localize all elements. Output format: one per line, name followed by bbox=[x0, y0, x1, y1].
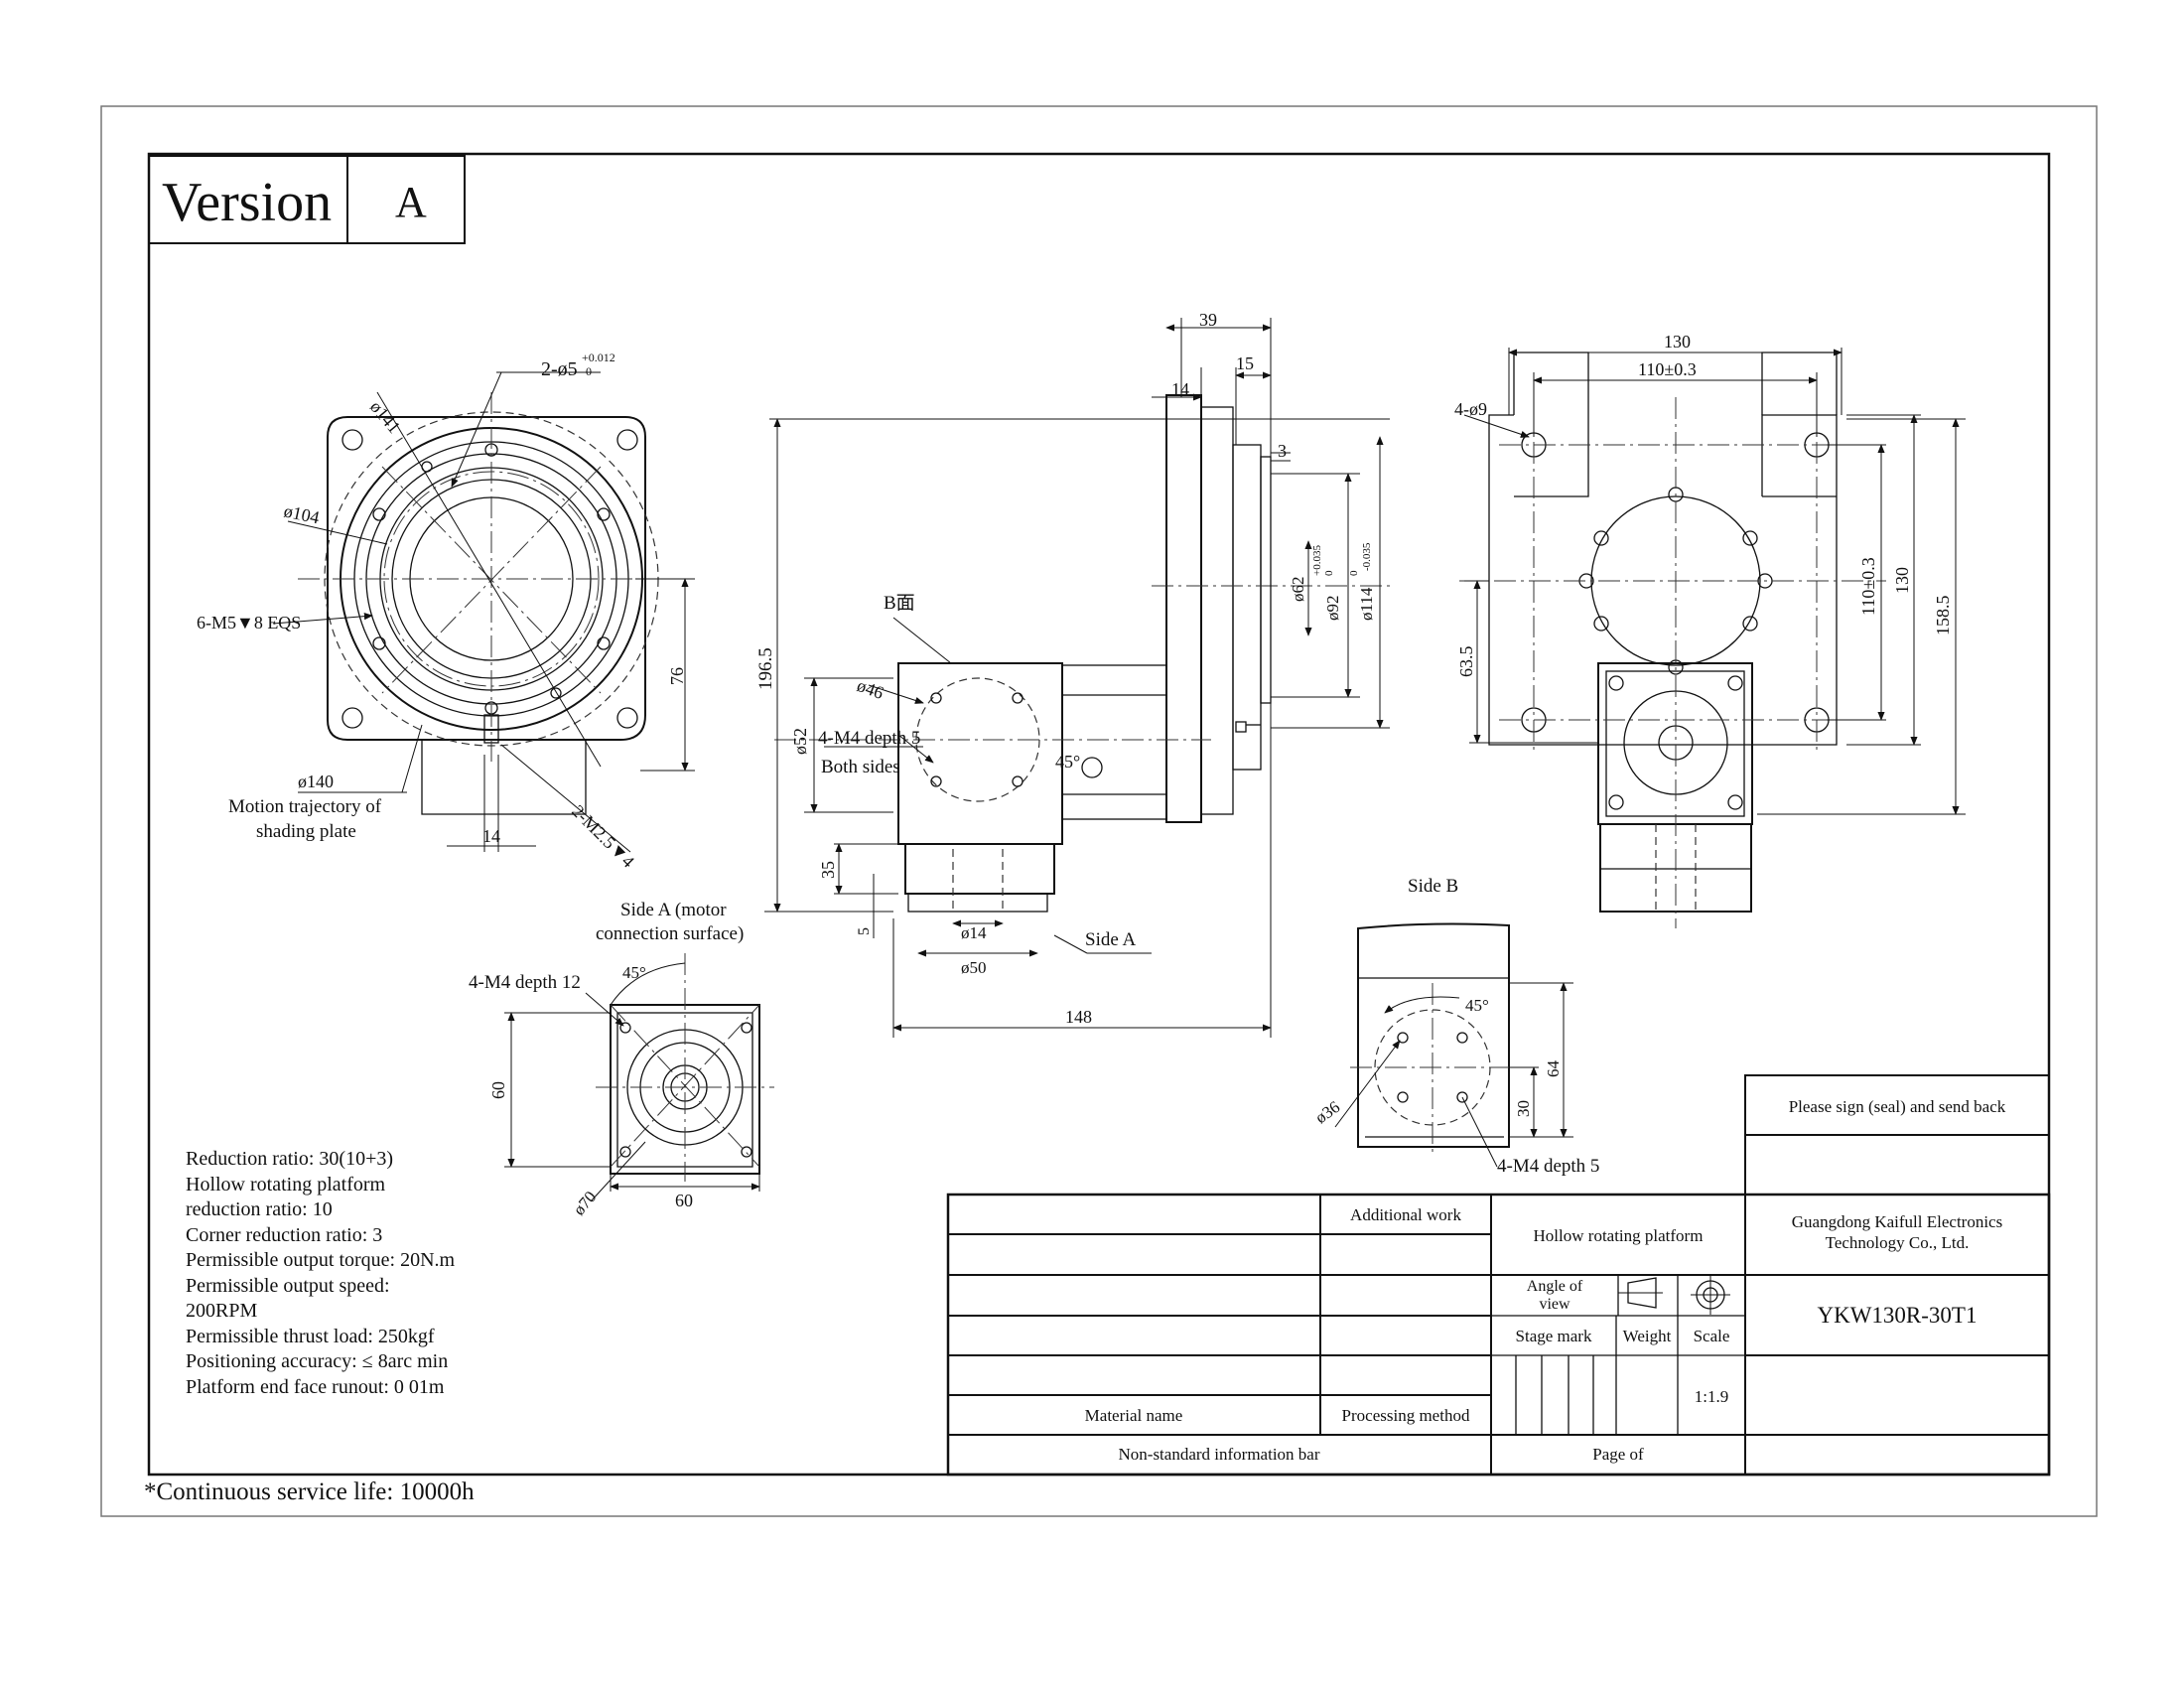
dim-d92-tol-up: +0.035 bbox=[1311, 545, 1323, 576]
spec-line: Corner reduction ratio: 3 bbox=[186, 1224, 382, 1246]
dim-d50: ø50 bbox=[961, 958, 987, 977]
side-m4-note: 4-M4 depth 5 bbox=[818, 728, 920, 749]
outer-frame bbox=[100, 105, 2098, 1517]
spec-line: Permissible output speed: bbox=[186, 1275, 390, 1297]
trajectory-note-line1: Motion trajectory of bbox=[228, 796, 382, 817]
side-a-title-line2: connection surface) bbox=[596, 923, 744, 944]
angle-of-view-line2: view bbox=[1539, 1296, 1570, 1313]
dim-d14-bore: ø14 bbox=[961, 923, 987, 942]
weight-label: Weight bbox=[1623, 1327, 1672, 1345]
model-number: YKW130R-30T1 bbox=[1818, 1303, 1978, 1328]
dim-d62: ø62 bbox=[1289, 577, 1307, 603]
stage-mark-label: Stage mark bbox=[1516, 1327, 1592, 1345]
scale-value: 1:1.9 bbox=[1695, 1387, 1728, 1406]
side-both-sides-note: Both sides bbox=[821, 757, 900, 777]
dim-d15: 15 bbox=[1236, 353, 1254, 373]
side-a-view: Side A (motor connection surface) 4-M4 d… bbox=[469, 900, 774, 1219]
dim-sa-60h: 60 bbox=[675, 1191, 693, 1210]
front-view: ø141 2-ø5 +0.012 0 ø104 6-M5▼8 EQS 76 ø1… bbox=[197, 351, 695, 872]
dim-d114-tol-up: 0 bbox=[1348, 570, 1360, 576]
scale-label: Scale bbox=[1694, 1327, 1730, 1345]
nonstandard-info-label: Non-standard information bar bbox=[1119, 1445, 1320, 1464]
dim-r130: 130 bbox=[1664, 332, 1691, 352]
dim-side-14: 14 bbox=[1171, 379, 1189, 399]
dim-m5: 6-M5▼8 EQS bbox=[197, 613, 301, 633]
dim-m25: 2-M2.5▼4 bbox=[568, 801, 638, 872]
version-value: A bbox=[395, 178, 427, 226]
dim-r110: 110±0.3 bbox=[1638, 359, 1697, 379]
dim-side-5: 5 bbox=[856, 927, 873, 935]
dim-r-holes: 4-ø9 bbox=[1454, 399, 1487, 419]
dim-rv1585: 158.5 bbox=[1933, 596, 1953, 636]
service-life-footnote: *Continuous service life: 10000h bbox=[144, 1478, 475, 1505]
angle-of-view-line1: Angle of bbox=[1527, 1278, 1583, 1295]
right-view: 130 110±0.3 4-ø9 63.5 110±0.3 130 158.5 bbox=[1454, 332, 1966, 928]
dim-d92-tol-low: 0 bbox=[1323, 570, 1335, 576]
version-box: Version A bbox=[148, 155, 466, 244]
spec-notes: Reduction ratio: 30(10+3) Hollow rotatin… bbox=[186, 1148, 456, 1398]
dim-d104: ø104 bbox=[282, 500, 321, 527]
additional-work-label: Additional work bbox=[1350, 1205, 1461, 1224]
side-b-m4-note: 4-M4 depth 5 bbox=[1497, 1156, 1599, 1177]
version-label: Version bbox=[162, 172, 332, 233]
side-angle-45: 45° bbox=[1055, 752, 1080, 772]
spec-line: Positioning accuracy: ≤ 8arc min bbox=[186, 1350, 448, 1372]
processing-method-label: Processing method bbox=[1342, 1406, 1470, 1425]
side-a-angle-45: 45° bbox=[622, 963, 646, 982]
spec-line: Permissible output torque: 20N.m bbox=[186, 1249, 456, 1271]
company-name-line1: Guangdong Kaifull Electronics bbox=[1792, 1212, 2002, 1231]
dim-d5-tol-up: +0.012 bbox=[582, 351, 615, 364]
dim-d92: ø92 bbox=[1323, 596, 1342, 622]
company-name-line2: Technology Co., Ltd. bbox=[1826, 1233, 1970, 1252]
dim-d76: 76 bbox=[667, 667, 687, 685]
dim-d3: 3 bbox=[1278, 441, 1287, 461]
spec-line: reduction ratio: 10 bbox=[186, 1198, 333, 1220]
dim-d46: ø46 bbox=[855, 675, 887, 703]
dim-d148: 148 bbox=[1065, 1007, 1092, 1027]
dim-sa-60v: 60 bbox=[488, 1081, 508, 1099]
spec-line: Hollow rotating platform bbox=[186, 1174, 386, 1196]
dim-d114-tol-low: -0.035 bbox=[1361, 542, 1373, 571]
side-b-angle-45: 45° bbox=[1465, 996, 1489, 1015]
dim-d35: 35 bbox=[818, 861, 838, 879]
title-block: Please sign (seal) and send back Additio… bbox=[946, 1074, 2051, 1477]
dim-rv130: 130 bbox=[1892, 567, 1912, 594]
dim-d39: 39 bbox=[1199, 310, 1217, 330]
sign-back-label: Please sign (seal) and send back bbox=[1789, 1097, 2006, 1116]
dim-sb-30: 30 bbox=[1514, 1100, 1533, 1117]
dim-d5: 2-ø5 bbox=[541, 358, 578, 380]
spec-line: Permissible thrust load: 250kgf bbox=[186, 1326, 435, 1347]
side-b-view: Side B 45° 64 30 ø36 4-M4 depth 5 bbox=[1311, 876, 1599, 1177]
trajectory-note-line2: shading plate bbox=[256, 821, 356, 842]
side-b-title: Side B bbox=[1408, 876, 1458, 897]
projection-cone-icon bbox=[1627, 1277, 1657, 1309]
dim-d52: ø52 bbox=[790, 728, 810, 755]
side-a-m4-note: 4-M4 depth 12 bbox=[469, 972, 581, 993]
material-name-label: Material name bbox=[1085, 1406, 1183, 1425]
dim-rv110: 110±0.3 bbox=[1858, 557, 1878, 616]
dim-d5-tol-low: 0 bbox=[586, 364, 592, 378]
spec-line: Platform end face runout: 0 01m bbox=[186, 1376, 445, 1398]
spec-line: 200RPM bbox=[186, 1300, 257, 1322]
side-view: 39 14 15 3 196.5 B面 ø46 4-M4 depth 5 Bot… bbox=[755, 310, 1390, 1038]
dim-sa-d70: ø70 bbox=[570, 1188, 601, 1219]
page-of-label: Page of bbox=[1592, 1445, 1644, 1464]
side-a-title-line1: Side A (motor bbox=[620, 900, 727, 920]
dim-front-14: 14 bbox=[482, 826, 500, 846]
b-face-label: B面 bbox=[884, 593, 915, 614]
dim-d140: ø140 bbox=[298, 772, 334, 791]
dim-r635: 63.5 bbox=[1456, 646, 1476, 678]
dim-sb-64: 64 bbox=[1544, 1060, 1563, 1078]
side-a-label: Side A bbox=[1085, 929, 1136, 950]
spec-line: Reduction ratio: 30(10+3) bbox=[186, 1148, 393, 1170]
dim-d1965: 196.5 bbox=[755, 647, 776, 690]
product-name: Hollow rotating platform bbox=[1534, 1226, 1704, 1245]
dim-d114: ø114 bbox=[1357, 587, 1376, 621]
